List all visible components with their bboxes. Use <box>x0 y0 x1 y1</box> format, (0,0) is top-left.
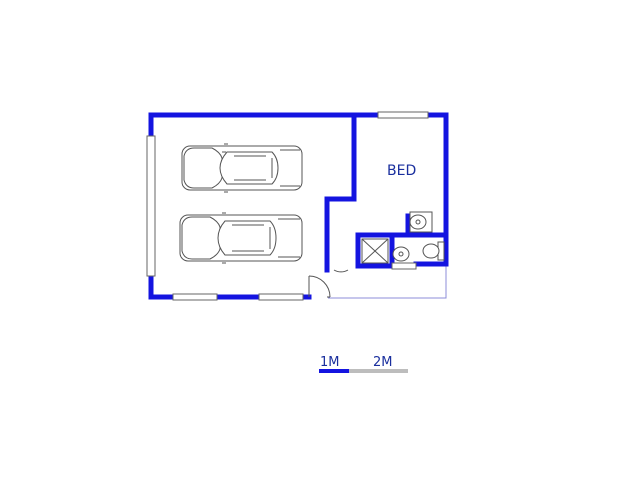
window-bottom-1 <box>172 293 218 301</box>
window-top <box>377 111 429 119</box>
basin-icon <box>409 211 433 233</box>
window-bath <box>391 262 417 270</box>
toilet-icon <box>422 241 445 261</box>
walls <box>148 112 449 300</box>
room-label-bed: BED <box>387 163 416 179</box>
scale-segment-1 <box>319 369 349 373</box>
window-left <box>146 135 156 277</box>
car-icon <box>179 212 303 264</box>
shower-icon <box>361 238 389 264</box>
windows <box>146 111 429 301</box>
door-swing-icon-2 <box>333 269 349 273</box>
scale-label-2m: 2M <box>373 355 393 370</box>
scale-label-1m: 1M <box>320 355 340 370</box>
scale-bar: 1M 2M <box>319 355 408 373</box>
outline-lines <box>328 264 447 299</box>
door-swing-icon <box>308 275 331 298</box>
car-icon <box>181 143 303 193</box>
scale-segment-2 <box>349 369 408 373</box>
basin-icon-2 <box>392 246 410 262</box>
window-bottom-2 <box>258 293 304 301</box>
